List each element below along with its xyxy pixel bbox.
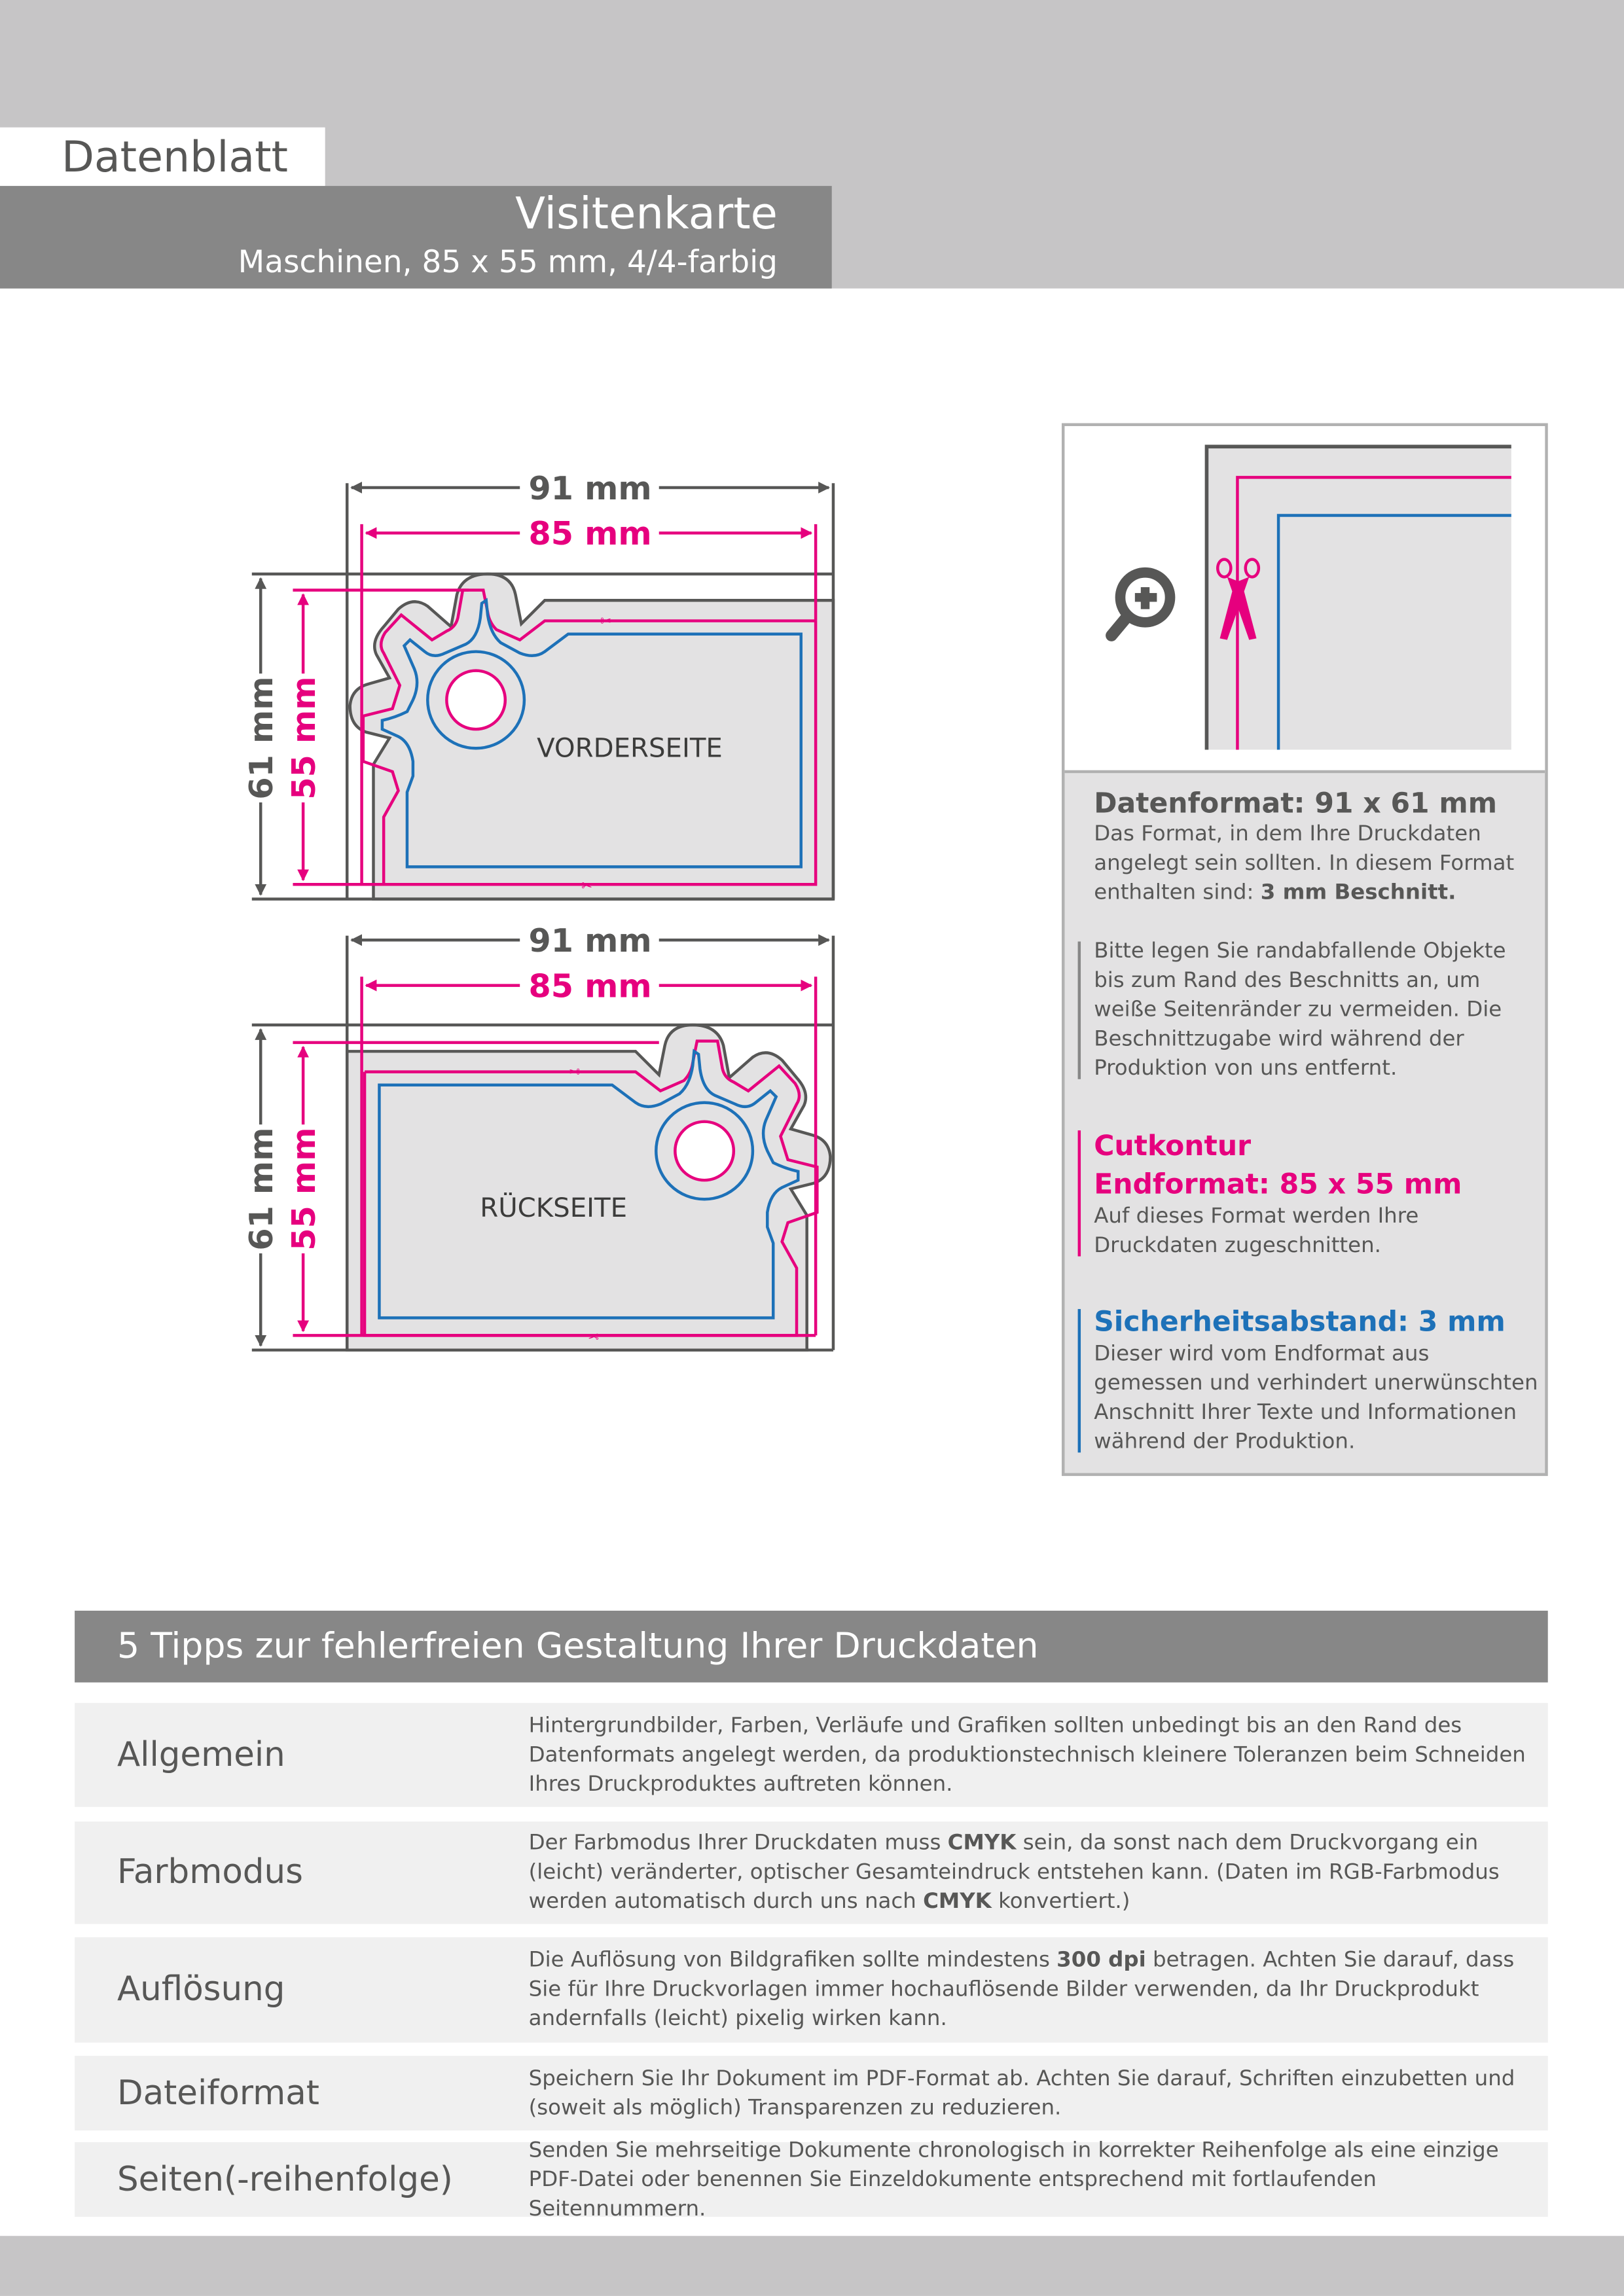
zoom-detail — [1064, 426, 1545, 774]
back-width-bleed: 91 mm — [529, 922, 652, 960]
front-card: 91 mm 85 mm 61 mm 55 mm VORDERSEITE — [242, 469, 835, 899]
tip-label: Seiten(-reihenfolge) — [117, 2160, 453, 2199]
tip-label: Farbmodus — [117, 1854, 303, 1892]
tip-label: Auflösung — [117, 1971, 285, 2009]
cut-format-heading: Endformat: 85 x 55 mm — [1094, 1168, 1462, 1201]
front-label: VORDERSEITE — [537, 734, 723, 764]
back-card: 91 mm 85 mm 61 mm 55 mm RÜCKSEITE — [242, 922, 835, 1350]
tip-row: Farbmodus Der Farbmodus Ihrer Druckdaten … — [75, 1821, 1548, 1924]
card-diagram: ✂ ✂ 91 mm 85 mm 61 mm 55 m — [242, 469, 835, 1464]
tip-label: Allgemein — [117, 1736, 285, 1774]
back-height-final: 55 mm — [285, 1128, 323, 1251]
cut-bar — [1077, 1130, 1081, 1257]
back-label: RÜCKSEITE — [480, 1192, 627, 1223]
tip-description: Senden Sie mehrseitige Dokumente chronol… — [528, 2138, 1499, 2221]
front-width-bleed: 91 mm — [529, 469, 652, 507]
front-height-bleed: 61 mm — [242, 676, 280, 799]
magnifier-plus-icon — [1106, 567, 1176, 641]
safe-bar — [1077, 1309, 1081, 1453]
bleed-bar — [1077, 941, 1081, 1079]
format-text: Das Format, in dem Ihre Druckdaten angel… — [1094, 823, 1515, 905]
tip-row: Auflösung Die Auflösung von Bildgrafiken … — [75, 1937, 1548, 2043]
tip-description: Der Farbmodus Ihrer Druckdaten muss CMYK… — [528, 1831, 1500, 1914]
tip-description: Die Auflösung von Bildgrafiken sollte mi… — [528, 1948, 1515, 2031]
safe-heading: Sicherheitsabstand: 3 mm — [1094, 1306, 1506, 1338]
page-title: Visitenkarte — [515, 188, 778, 240]
format-heading: Datenformat: 91 x 61 mm — [1094, 787, 1498, 820]
front-height-final: 55 mm — [285, 676, 323, 799]
cut-heading: Cutkontur — [1094, 1130, 1252, 1163]
tip-label: Dateiformat — [117, 2073, 319, 2113]
document-type-label: Datenblatt — [0, 127, 325, 187]
bottom-band — [0, 2236, 1624, 2296]
info-panel: Datenformat: 91 x 61 mm Das Format, in d… — [1061, 423, 1548, 1477]
safe-text: Dieser wird vom Endformat aus gemessen u… — [1094, 1342, 1538, 1454]
tip-row: Dateiformat Speichern Sie Ihr Dokument im… — [75, 2056, 1548, 2131]
tips-heading: 5 Tipps zur fehlerfreien Gestaltung Ihre… — [75, 1610, 1548, 1683]
back-height-bleed: 61 mm — [242, 1128, 280, 1251]
tip-description: Hintergrundbilder, Farben, Verläufe und … — [528, 1713, 1526, 1796]
page-subtitle: Maschinen, 85 x 55 mm, 4/4-farbig — [238, 244, 778, 280]
front-width-final: 85 mm — [529, 514, 652, 552]
corner-detail-illustration — [1106, 444, 1511, 750]
title-box: Visitenkarte Maschinen, 85 x 55 mm, 4/4-… — [0, 186, 832, 289]
back-width-final: 85 mm — [529, 967, 652, 1005]
scissors-icon — [1216, 558, 1261, 640]
tip-row: Allgemein Hintergrundbilder, Farben, Verl… — [75, 1702, 1548, 1807]
bleed-text: Bitte legen Sie randabfallende Objekte b… — [1094, 940, 1506, 1081]
tip-row: Seiten(-reihenfolge) Senden Sie mehrseiti… — [75, 2138, 1548, 2221]
cut-text: Auf dieses Format werden Ihre Druckdaten… — [1094, 1205, 1419, 1258]
tip-description: Speichern Sie Ihr Dokument im PDF-Format… — [528, 2066, 1515, 2120]
